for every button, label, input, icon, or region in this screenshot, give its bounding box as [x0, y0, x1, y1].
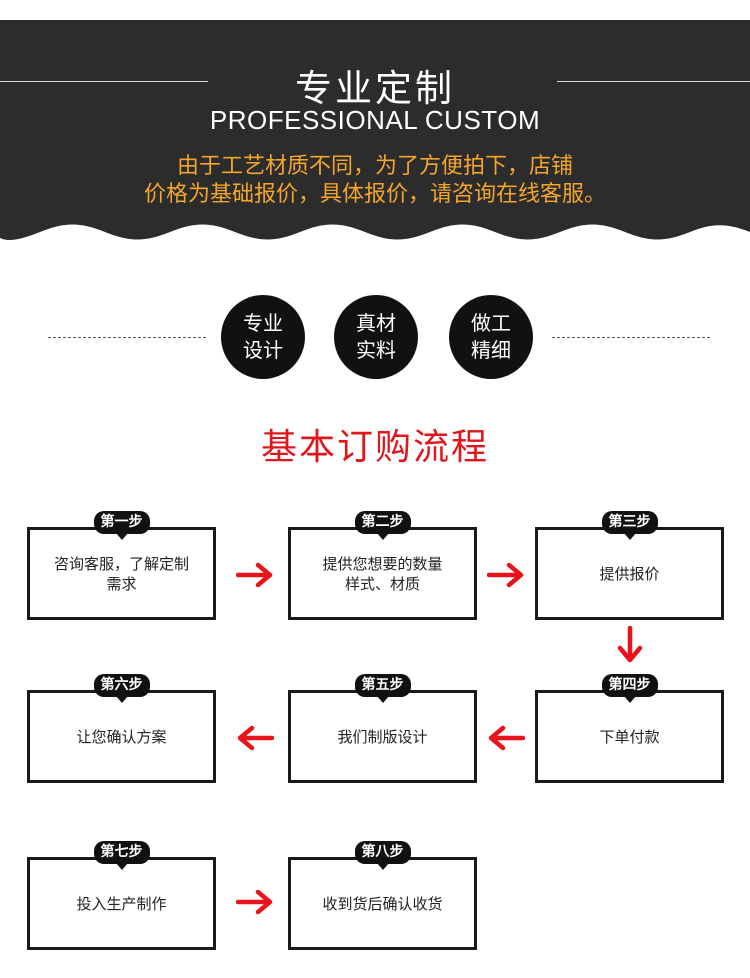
header-banner: 专业定制 PROFESSIONAL CUSTOM 由于工艺材质不同，为了方便拍下… — [0, 0, 750, 250]
step-badge: 第二步 — [354, 511, 411, 540]
process-title: 基本订购流程 — [260, 427, 489, 468]
step-text: 下单付款 — [599, 727, 660, 746]
header-line-left — [0, 81, 208, 82]
feature-label: 真材 实料 — [356, 311, 396, 362]
step-badge: 第五步 — [354, 674, 411, 703]
header-title: 专业定制 — [295, 67, 455, 110]
feature-professional-design: 专业 设计 — [221, 295, 305, 379]
step-text: 提供报价 — [599, 564, 660, 583]
feature-genuine-material: 真材 实料 — [334, 295, 418, 379]
step-8-box: 第八步 收到货后确认收货 — [288, 841, 477, 950]
header-note-line2: 价格为基础报价，具体报价，请咨询在线客服。 — [143, 182, 606, 207]
step-4-box: 第四步 下单付款 — [535, 674, 724, 783]
feature-fine-workmanship: 做工 精细 — [449, 295, 533, 379]
header-line-right — [557, 81, 750, 82]
divider-dashed-right — [552, 337, 710, 338]
step-badge: 第四步 — [601, 674, 658, 703]
arrow-right-icon — [487, 562, 524, 588]
step-text: 投入生产制作 — [76, 894, 167, 913]
step-7-box: 第七步 投入生产制作 — [27, 841, 216, 950]
step-text: 让您确认方案 — [76, 727, 167, 746]
step-text: 收到货后确认收货 — [322, 894, 443, 913]
step-badge: 第八步 — [354, 841, 411, 870]
arrow-down-icon — [617, 626, 643, 663]
feature-label: 做工 精细 — [471, 311, 511, 362]
step-1-box: 第一步 咨询客服，了解定制 需求 — [27, 511, 216, 620]
step-text: 提供您想要的数量 样式、材质 — [322, 554, 443, 593]
arrow-right-icon — [236, 889, 273, 915]
step-text: 咨询客服，了解定制 需求 — [53, 554, 189, 593]
step-text: 我们制版设计 — [337, 727, 428, 746]
arrow-right-icon — [236, 562, 273, 588]
step-6-box: 第六步 让您确认方案 — [27, 674, 216, 783]
step-badge: 第六步 — [93, 674, 150, 703]
header-subtitle: PROFESSIONAL CUSTOM — [209, 105, 541, 135]
step-badge: 第七步 — [93, 841, 150, 870]
arrow-left-icon — [237, 725, 274, 751]
divider-dashed-left — [48, 337, 206, 338]
step-badge: 第一步 — [93, 511, 150, 540]
step-badge: 第三步 — [601, 511, 658, 540]
step-5-box: 第五步 我们制版设计 — [288, 674, 477, 783]
feature-label: 专业 设计 — [243, 311, 283, 362]
step-3-box: 第三步 提供报价 — [535, 511, 724, 620]
step-2-box: 第二步 提供您想要的数量 样式、材质 — [288, 511, 477, 620]
header-background — [0, 20, 750, 240]
header-wave-shape — [0, 20, 750, 240]
header-note-line1: 由于工艺材质不同，为了方便拍下，店铺 — [176, 154, 573, 179]
arrow-left-icon — [488, 725, 525, 751]
